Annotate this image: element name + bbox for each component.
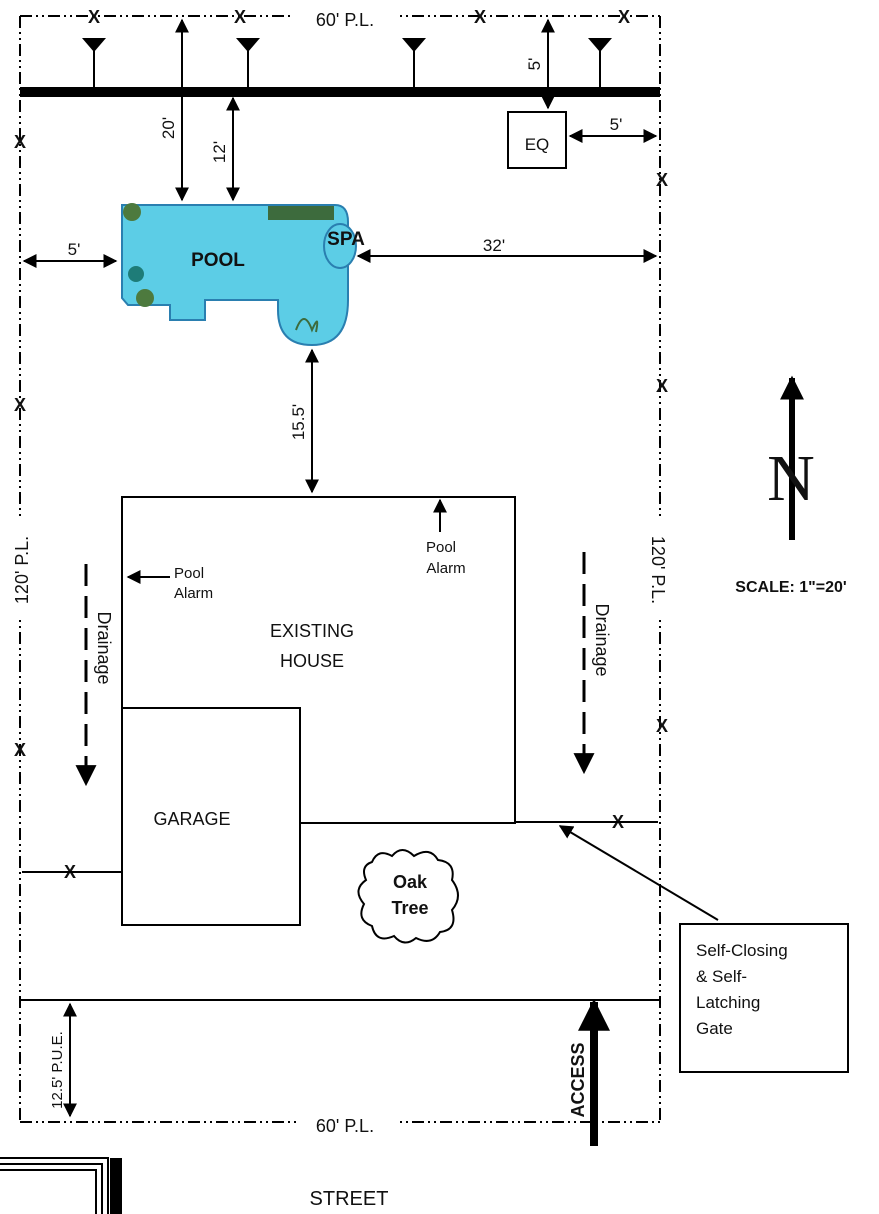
plant-icon [136, 289, 154, 307]
dim-15-5-label: 15.5' [289, 404, 308, 440]
pole-icon [236, 38, 260, 90]
north-label: N [767, 442, 815, 515]
oak-tree-icon [357, 849, 459, 944]
garage-label: GARAGE [153, 809, 230, 829]
fence-x: X [618, 7, 630, 27]
fence-x: X [656, 376, 668, 396]
pl-bottom-label: 60' P.L. [316, 1116, 374, 1136]
pl-top-bg [290, 4, 400, 28]
curb-solid [110, 1158, 122, 1214]
fence-x: X [14, 132, 26, 152]
gate-callout-box [679, 923, 849, 1073]
curb-outer [0, 1157, 109, 1214]
gate-label-4: Gate [696, 1019, 733, 1038]
eq-label: EQ [525, 135, 550, 154]
house-label-1: EXISTING [270, 621, 354, 641]
dim-eq-top-label: 5' [525, 58, 544, 71]
pole-icon [82, 38, 106, 90]
spa [323, 223, 357, 269]
fence-x: X [656, 170, 668, 190]
fence-x: X [14, 740, 26, 760]
pl-left-label: 120' P.L. [12, 536, 32, 604]
spa-label: SPA [327, 229, 365, 250]
pl-right-bg [648, 520, 672, 620]
pool-alarm-left-1: Pool [174, 565, 204, 582]
curb-inner [0, 1163, 103, 1214]
existing-house [121, 496, 516, 824]
drainage-left-label: Drainage [94, 611, 114, 684]
dim-20-label: 20' [159, 117, 178, 139]
house-label-2: HOUSE [280, 651, 344, 671]
gate-label-1: Self-Closing [696, 941, 788, 960]
gate-callout-arrow [558, 825, 719, 921]
dim-pue-label: 12.5' P.U.E. [49, 1031, 66, 1109]
pole-icon [402, 38, 426, 90]
pool-alarm-top-2: Alarm [426, 560, 465, 577]
pole-icon [588, 38, 612, 90]
access-label: ACCESS [568, 1042, 588, 1117]
gate-label-2: & Self- [696, 967, 747, 986]
dim-eq-right-label: 5' [610, 115, 623, 134]
fence-x: X [14, 395, 26, 415]
oak-label-1: Oak [393, 872, 428, 892]
pl-right-label: 120' P.L. [648, 536, 668, 604]
fence-x: X [474, 7, 486, 27]
gate-label-3: Latching [696, 993, 760, 1012]
pl-left-bg [8, 520, 32, 620]
curb-line [0, 1169, 97, 1214]
fence-x: X [88, 7, 100, 27]
fence-x: X [656, 716, 668, 736]
planter-icon [268, 206, 334, 220]
oak-label-2: Tree [391, 898, 428, 918]
plant-icon [295, 318, 319, 333]
pool-feature-icon [128, 266, 144, 282]
fence-x: X [234, 7, 246, 27]
equipment-box [507, 111, 567, 169]
drainage-right-label: Drainage [592, 603, 612, 676]
garage [121, 707, 301, 926]
utility-poles [82, 38, 612, 90]
pool-label: POOL [191, 250, 245, 271]
scale-label: SCALE: 1"=20' [735, 579, 846, 596]
street-label: STREET [310, 1188, 389, 1210]
pl-top-label: 60' P.L. [316, 10, 374, 30]
pl-bottom-bg [296, 1110, 400, 1134]
pool-alarm-top-1: Pool [426, 539, 456, 556]
dim-5-left-label: 5' [68, 240, 81, 259]
pool-water [121, 204, 349, 347]
dim-32-label: 32' [483, 236, 505, 255]
pool-alarm-left-2: Alarm [174, 585, 213, 602]
plant-icon [123, 203, 141, 221]
dim-12-label: 12' [210, 141, 229, 163]
pool [121, 203, 357, 347]
fence-markers: X X X X X X X X X X X X [14, 7, 668, 882]
